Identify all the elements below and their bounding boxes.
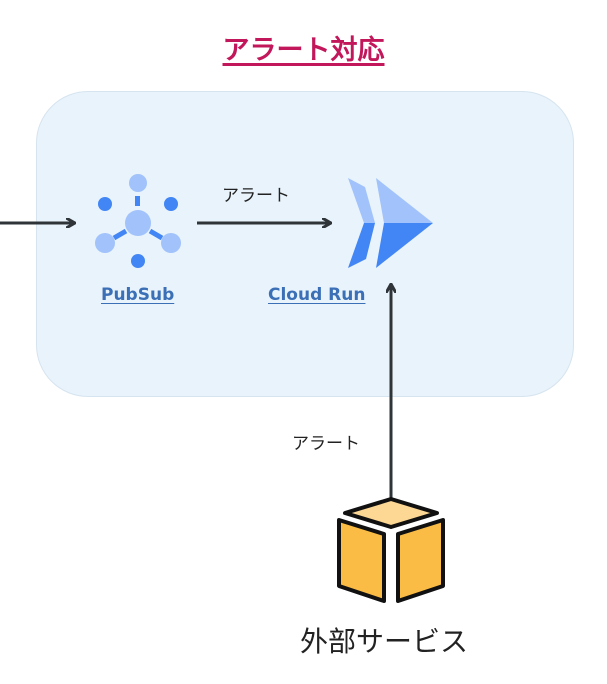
pubsub-label[interactable]: PubSub — [101, 285, 175, 305]
cloud-run-label[interactable]: Cloud Run — [268, 285, 366, 305]
edge-label-pubsub-to-cloudrun: アラート — [222, 186, 290, 206]
alert-handling-group — [36, 91, 574, 397]
diagram-title: アラート対応 — [222, 35, 385, 66]
cloud-run-icon[interactable] — [348, 178, 433, 268]
pubsub-icon[interactable] — [95, 174, 181, 268]
external-service-label: 外部サービス — [300, 625, 469, 658]
edge-label-external-to-cloudrun: アラート — [292, 434, 360, 454]
external-service-icon[interactable] — [337, 497, 445, 603]
